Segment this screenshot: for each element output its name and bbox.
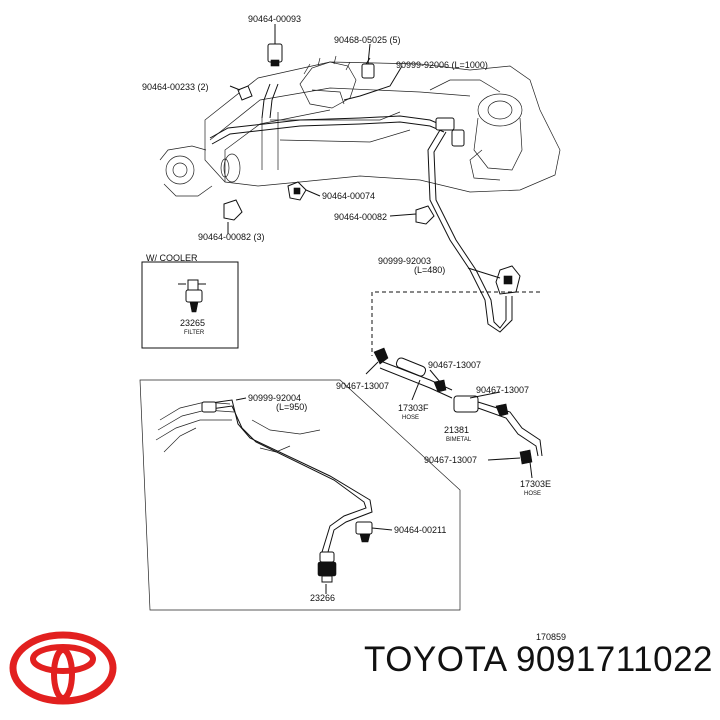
brand-name: TOYOTA — [363, 640, 506, 679]
part-bimetal-21381: 21381 — [444, 425, 469, 435]
vacuum-hose-upper — [209, 83, 513, 333]
engine-assembly-drawing — [159, 55, 561, 197]
brand-part-number: 9091711022 — [515, 640, 713, 679]
clamp-90464-00082 — [415, 205, 435, 225]
callout-90467-13007-a: 90467-13007 — [428, 360, 481, 370]
callout-90999-92006: 90999-92006 (L=1000) — [396, 60, 488, 70]
clamp-90468-05025 — [361, 57, 375, 79]
callout-90468-05025: 90468-05025 (5) — [334, 35, 401, 45]
callout-90999-92004: 90999-92004 — [248, 393, 301, 403]
callout-90467-13007-b: 90467-13007 — [336, 381, 389, 391]
brand-row: TOYOTA 9091711022 — [0, 622, 720, 720]
callout-90464-00082: 90464-00082 — [334, 212, 387, 222]
toyota-logo — [9, 631, 117, 705]
inset-w-cooler — [141, 261, 239, 349]
part-filter-23266: 23266 — [310, 593, 335, 603]
dashed-connector — [371, 291, 540, 356]
clamp-90464-00233 — [237, 85, 253, 101]
callout-90464-00093: 90464-00093 — [248, 14, 301, 24]
hose-clamp-90999-92004 — [201, 401, 217, 413]
clamp-90464-00093 — [267, 43, 283, 67]
leader-lines-upper — [227, 24, 501, 279]
callout-90467-13007-d: 90467-13007 — [424, 455, 477, 465]
callout-90464-00082-3: 90464-00082 (3) — [198, 232, 265, 242]
callout-90464-00211: 90464-00211 — [394, 525, 446, 535]
callout-90467-13007-c: 90467-13007 — [476, 385, 529, 395]
callout-90999-92003-length: (L=480) — [414, 265, 445, 275]
callout-90999-92004-length: (L=950) — [276, 402, 307, 412]
part-hose-17303f: 17303F — [398, 403, 429, 413]
callout-90999-92003: 90999-92003 — [378, 256, 431, 266]
throttle-fitting — [435, 117, 465, 147]
clamp-90464-00211 — [355, 521, 373, 543]
part-hose-17303e-sub: HOSE — [524, 491, 541, 497]
diagram-reference-number: 170859 — [536, 632, 566, 642]
bimetal-hose-chain — [373, 347, 543, 465]
inset-part-sub: FILTER — [184, 330, 205, 336]
inset-part-number: 23265 — [180, 318, 205, 328]
callout-90464-00233: 90464-00233 (2) — [142, 82, 209, 92]
callout-90464-00074: 90464-00074 — [322, 191, 375, 201]
part-bimetal-sub: BIMETAL — [446, 437, 472, 443]
part-hose-17303e: 17303E — [520, 479, 551, 489]
clamp-90464-00074 — [287, 181, 307, 201]
clamp-90464-00082-3 — [223, 199, 243, 221]
lower-section-drawing — [139, 379, 461, 611]
inset-title: W/ COOLER — [146, 253, 198, 263]
brand-caption: TOYOTA 9091711022 — [318, 640, 713, 680]
part-hose-17303f-sub: HOSE — [402, 415, 419, 421]
filter-23266 — [317, 551, 337, 583]
vacuum-fitting-right — [495, 265, 521, 295]
leader-lines-lower — [235, 361, 533, 594]
